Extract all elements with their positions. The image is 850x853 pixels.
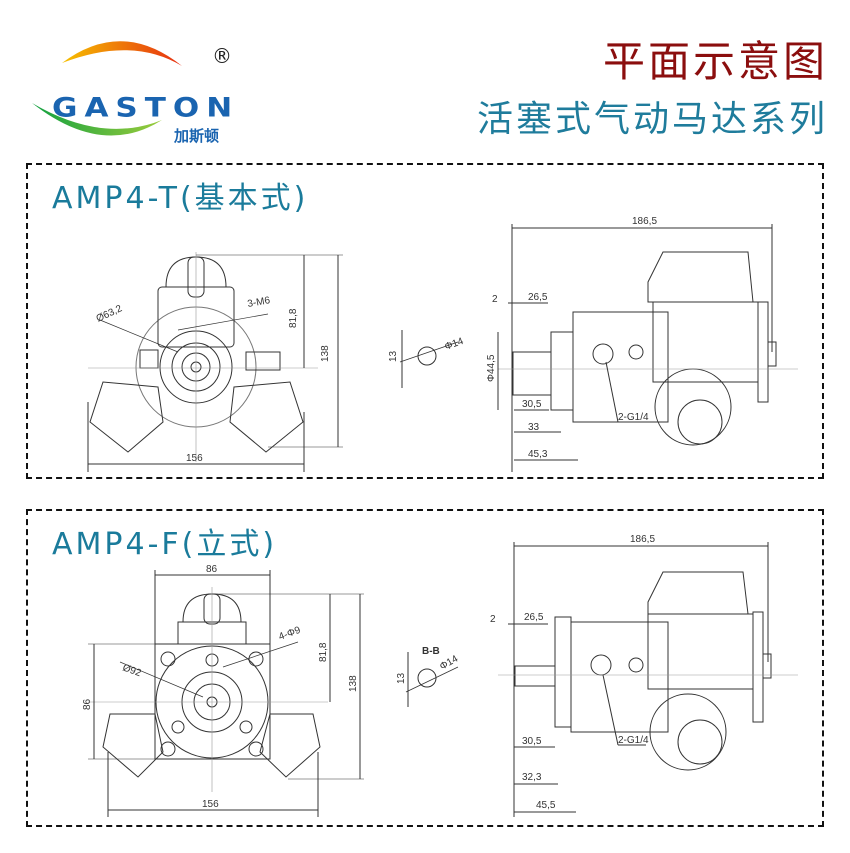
logo-arc-icon xyxy=(32,41,182,136)
logo-brand-cn: 加斯顿 xyxy=(174,127,220,145)
dim-flange-offset: 2 xyxy=(492,294,498,305)
page-title: 平面示意图 xyxy=(602,37,828,86)
brand-logo: GASTON 加斯顿 ® xyxy=(22,18,232,145)
side-view xyxy=(498,542,798,817)
dim-d3: 45,5 xyxy=(536,800,556,811)
dim-flat: 13 xyxy=(388,350,399,362)
dim-threads: 3-M6 xyxy=(247,295,272,310)
dim-flange-width: 86 xyxy=(206,564,218,575)
panel-title: AMP4-T(基本式) xyxy=(52,181,309,216)
dim-holes: 4-Φ9 xyxy=(277,625,302,643)
dim-overall-length: 186,5 xyxy=(632,216,657,227)
dim-bolt-circle: Ø92 xyxy=(121,662,143,679)
dim-d2: 33 xyxy=(528,422,540,433)
dim-flat: 13 xyxy=(396,672,407,684)
dim-flange-height: 86 xyxy=(82,698,93,710)
dim-shaft-diameter: Φ14 xyxy=(438,653,460,672)
registered-mark-icon: ® xyxy=(212,44,232,68)
logo-brand-text: GASTON xyxy=(52,92,240,124)
side-view xyxy=(497,224,798,472)
page-subtitle: 活塞式气动马达系列 xyxy=(476,99,828,140)
dim-overall-length: 186,5 xyxy=(630,534,655,545)
dim-width: 156 xyxy=(202,799,219,810)
dim-shaft-length: 26,5 xyxy=(528,292,548,303)
dim-center-height: 81,8 xyxy=(288,308,299,328)
dim-ports: 2-G1/4 xyxy=(618,735,649,746)
dim-shaft-length: 26,5 xyxy=(524,612,544,623)
technical-drawing-amp4-f: 86 86 156 138 81,8 Ø92 4-Φ9 B-B 13 Φ14 xyxy=(82,534,798,817)
section-label: B-B xyxy=(422,646,440,657)
technical-drawing-amp4-t: 156 138 81,8 Ø63,2 3-M6 13 Φ14 xyxy=(87,216,798,472)
front-view xyxy=(88,570,364,817)
dim-shaft-dia: Φ44,5 xyxy=(486,354,497,382)
dim-bolt-circle: Ø63,2 xyxy=(95,303,125,325)
panel-amp4-f: AMP4-F(立式) xyxy=(26,509,824,827)
dim-width: 156 xyxy=(186,453,203,464)
panel-title: AMP4-F(立式) xyxy=(52,527,278,562)
dim-ports: 2-G1/4 xyxy=(618,412,649,423)
front-view xyxy=(87,252,343,472)
dim-d3: 45,3 xyxy=(528,449,548,460)
dim-shaft-diameter: Φ14 xyxy=(443,336,465,353)
panel-amp4-t: AMP4-T(基本式) xyxy=(26,163,824,479)
dim-d1: 30,5 xyxy=(522,736,542,747)
dim-d2: 32,3 xyxy=(522,772,542,783)
dim-height: 138 xyxy=(320,345,331,362)
dim-flange-offset: 2 xyxy=(490,614,496,625)
dim-d1: 30,5 xyxy=(522,399,542,410)
dim-height: 138 xyxy=(348,675,359,692)
dim-center-height: 81,8 xyxy=(318,642,329,662)
